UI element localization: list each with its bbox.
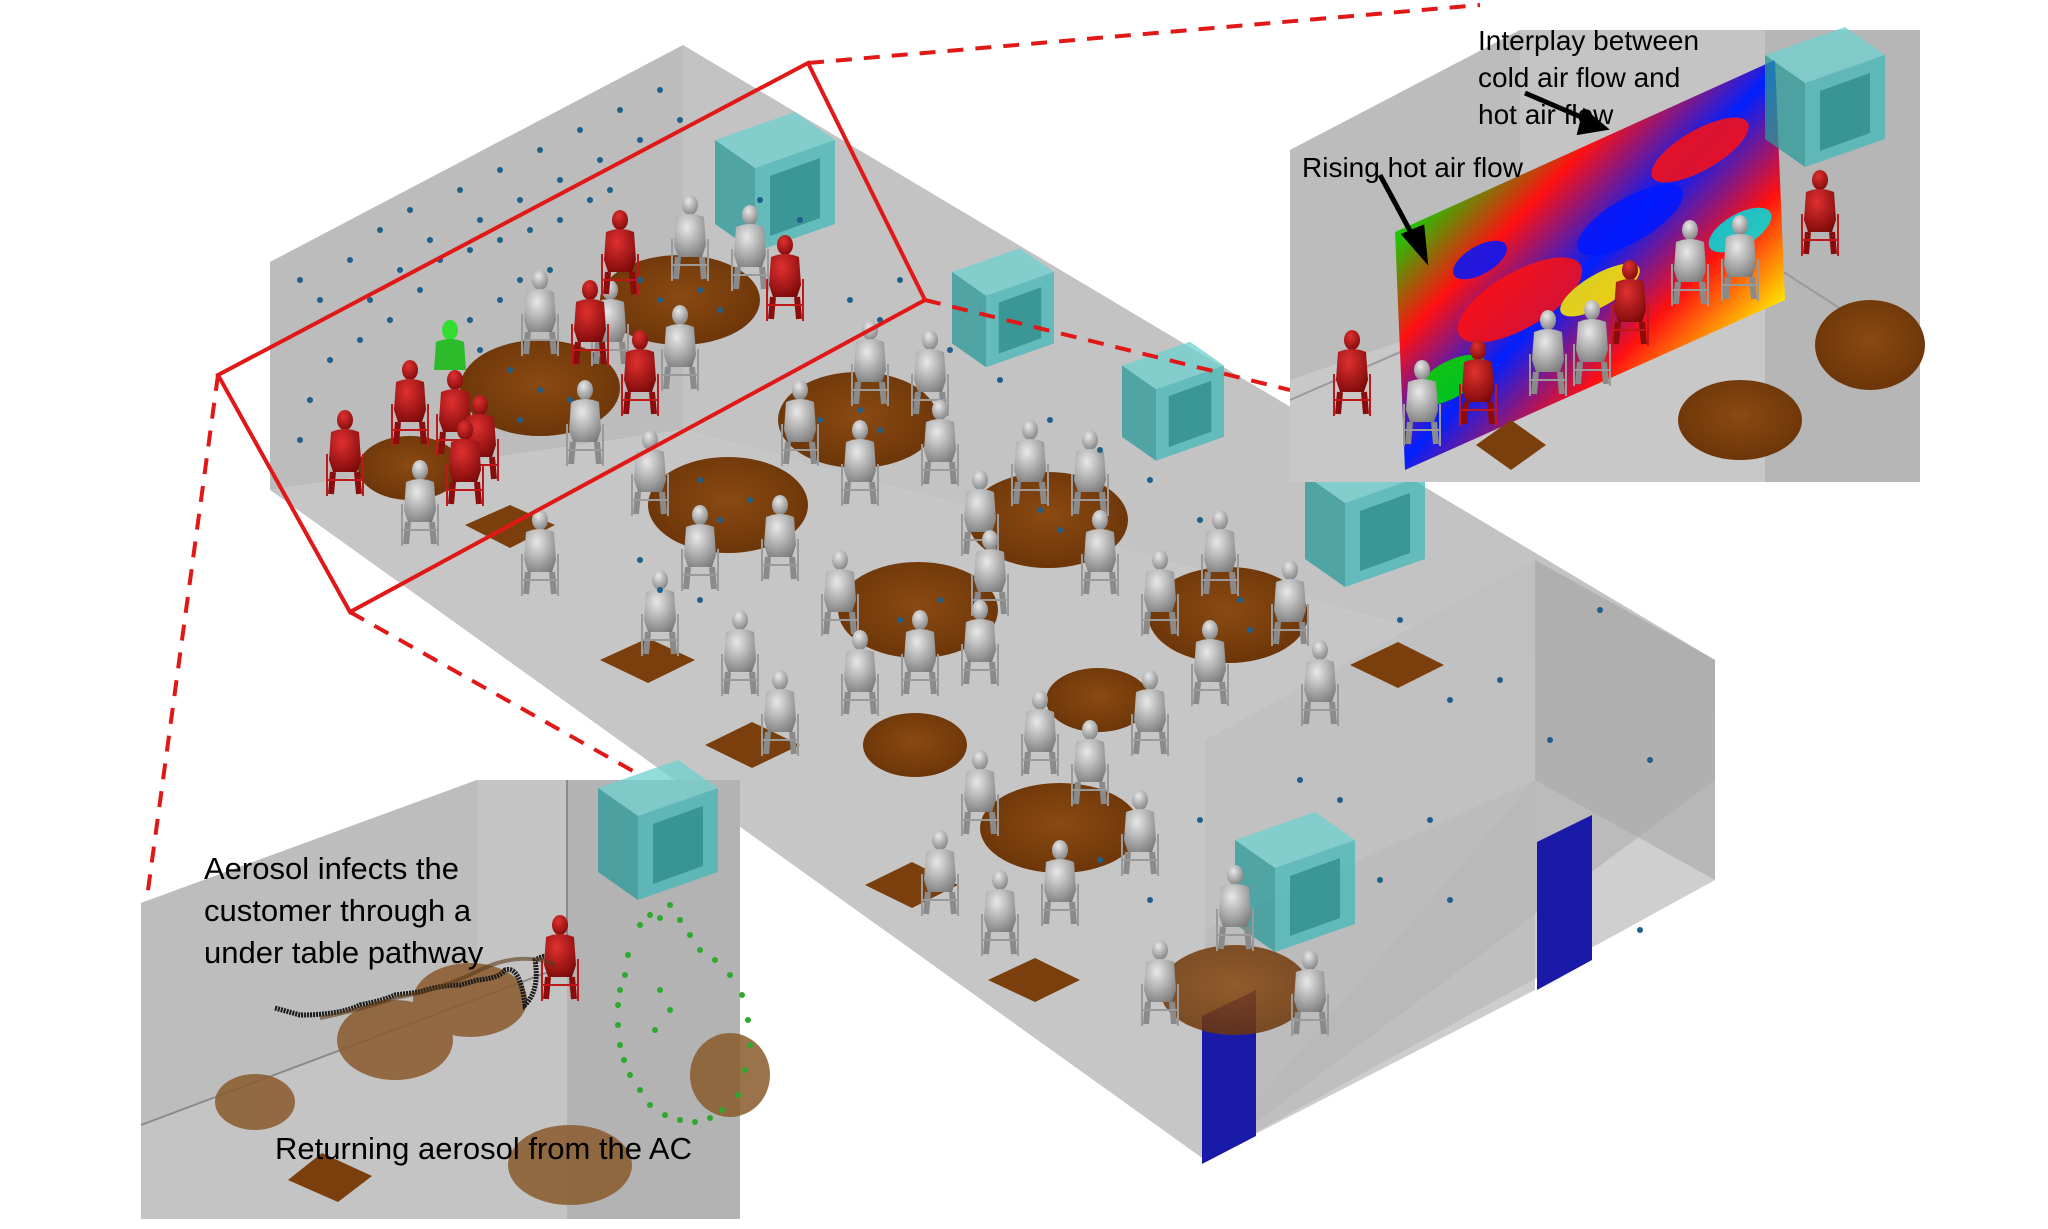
tables (358, 255, 1310, 1035)
annotation-line: customer through a (204, 893, 472, 928)
inset-top-right (1289, 27, 1925, 482)
annotation-line: Aerosol infects the (204, 851, 460, 886)
door-icon (1537, 815, 1592, 990)
table (1678, 380, 1802, 460)
annotation-aerosol-infects: Aerosol infects the customer through a u… (204, 848, 483, 974)
room-side-wall (1535, 560, 1715, 880)
tables (215, 963, 770, 1205)
annotation-arrows (1377, 90, 1610, 266)
index-patient (434, 320, 466, 370)
table (1476, 420, 1546, 470)
annotation-line: under table pathway (204, 935, 484, 970)
table (1815, 300, 1925, 390)
annotation-line: Rising hot air flow (1302, 152, 1523, 183)
annotation-line: cold air flow and (1478, 62, 1681, 93)
annotation-interplay: Interplay between cold air flow and hot … (1478, 22, 1699, 133)
returning-aerosol-trajectory (615, 902, 753, 1125)
annotation-returning-aerosol: Returning aerosol from the AC (275, 1128, 692, 1170)
main-room (215, 45, 1715, 1164)
inset-bottom-left (140, 760, 770, 1219)
annotation-line: hot air flow (1478, 99, 1614, 130)
annotation-line: Returning aerosol from the AC (275, 1131, 692, 1166)
square-table (288, 1153, 372, 1202)
under-table-pathway (274, 953, 548, 1018)
callout-lines (144, 3, 1481, 906)
annotation-rising-hot-air: Rising hot air flow (1302, 149, 1523, 186)
annotation-line: Interplay between (1478, 25, 1700, 56)
